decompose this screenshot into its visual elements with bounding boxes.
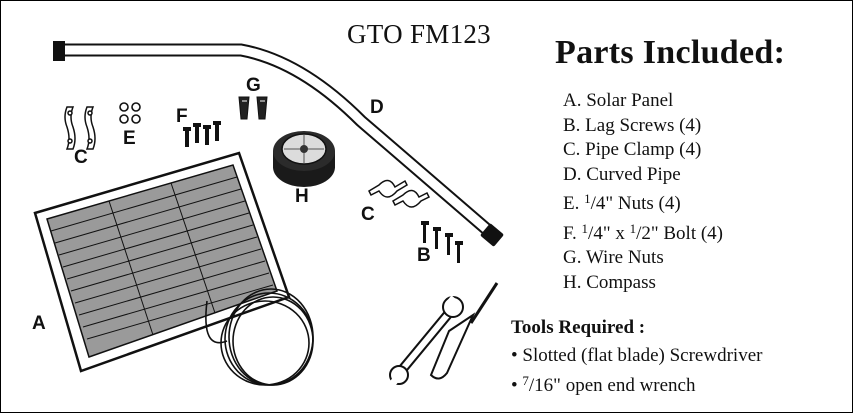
pipe-clamp-icon: [64, 106, 96, 150]
wrench-icon: [389, 295, 464, 386]
part-item: A. Solar Panel: [563, 90, 674, 111]
part-item: G. Wire Nuts: [563, 247, 664, 268]
part-item: B. Lag Screws (4): [563, 114, 702, 136]
tool-item: • 7/16" open end wrench: [511, 373, 696, 396]
curved-pipe-icon: [53, 41, 504, 247]
lag-screw-icon: [421, 221, 463, 263]
part-item: F. 1/4" x 1/2" Bolt (4): [563, 220, 724, 244]
wire-coil-icon: [205, 288, 314, 386]
part-item: E. 1/4" Nuts (4): [563, 191, 681, 214]
pipe-clamp-icon: [368, 179, 431, 208]
tools-list: • Slotted (flat blade) Screwdriver • 7/1…: [511, 343, 762, 398]
label-bolts: F: [176, 106, 188, 127]
tools-required-heading: Tools Required :: [511, 317, 646, 338]
label-compass: H: [295, 186, 309, 207]
tool-item: • Slotted (flat blade) Screwdriver: [511, 345, 763, 366]
part-item: D. Curved Pipe: [563, 163, 681, 185]
parts-included-heading: Parts Included:: [555, 34, 786, 71]
compass-icon: [273, 131, 335, 187]
label-nuts: E: [123, 128, 136, 149]
screwdriver-icon: [429, 282, 499, 380]
nut-icon: [119, 102, 141, 124]
label-curved-pipe: D: [370, 97, 384, 118]
part-item: C. Pipe Clamp (4): [563, 139, 702, 160]
wire-nut-icon: [238, 96, 268, 120]
solar-panel-icon: [33, 151, 291, 373]
part-item: H. Compass: [563, 271, 656, 293]
label-pipe-clamp-right: C: [361, 204, 375, 225]
label-lag-screws: B: [417, 245, 431, 266]
label-solar-panel: A: [32, 313, 46, 334]
bolt-icon: [183, 121, 221, 147]
label-pipe-clamp-left: C: [74, 147, 88, 168]
model-number: GTO FM123: [347, 19, 491, 49]
label-wire-nuts: G: [246, 75, 261, 96]
parts-list: A. Solar Panel B. Lag Screws (4) C. Pipe…: [563, 89, 723, 295]
